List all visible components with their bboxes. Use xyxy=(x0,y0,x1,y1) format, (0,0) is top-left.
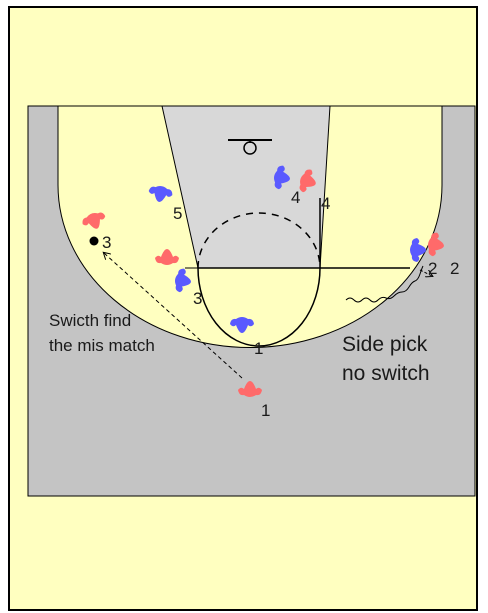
defense-label-5: 5 xyxy=(173,204,182,223)
free-throw-circle xyxy=(197,267,321,347)
defense-label-1: 1 xyxy=(254,339,263,358)
offense-label-1: 1 xyxy=(261,401,270,420)
offense-players xyxy=(80,167,446,397)
pick-note-line1: Side pick xyxy=(342,333,428,356)
player-labels: 3 5 3 4 4 2 2 1 1 xyxy=(102,188,459,420)
pass-line xyxy=(104,253,243,379)
offense-label-4: 4 xyxy=(321,194,330,213)
ball-icon xyxy=(89,236,99,246)
screen-line xyxy=(345,265,424,303)
defense-label-2: 2 xyxy=(428,259,437,278)
annotations: Swicth find the mis match Side pick no s… xyxy=(49,311,430,385)
defense-label-4: 4 xyxy=(291,188,300,207)
offense-label-3: 3 xyxy=(102,233,111,252)
screen-dash xyxy=(419,269,432,276)
switch-note-line2: the mis match xyxy=(49,336,155,355)
switch-note-line1: Swicth find xyxy=(49,311,131,330)
free-throw-circle-dashed xyxy=(197,212,321,269)
half-court xyxy=(27,105,476,497)
offense-label-2: 2 xyxy=(450,259,459,278)
defense-label-3: 3 xyxy=(193,289,202,308)
basket-icon xyxy=(228,139,272,155)
pick-note-line2: no switch xyxy=(342,362,430,385)
movement-lines xyxy=(104,253,432,379)
